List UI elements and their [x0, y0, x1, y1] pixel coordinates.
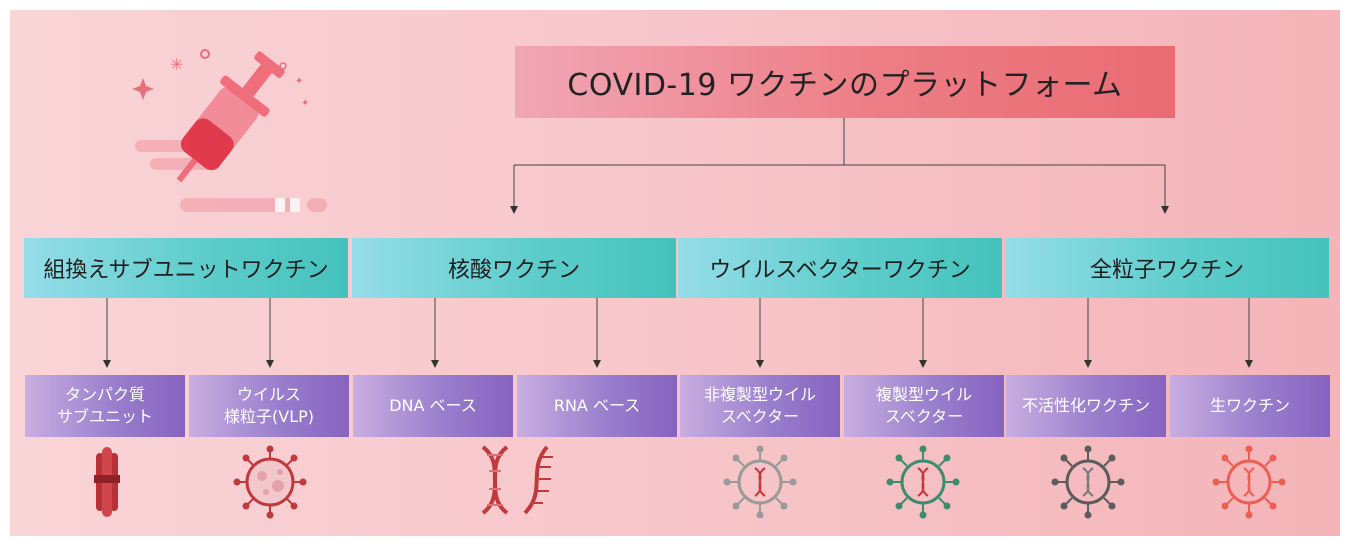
subtype-inactivated-vaccine: 不活性化ワクチン — [1006, 375, 1166, 437]
category-recombinant-subunit: 組換えサブユニットワクチン — [24, 238, 348, 298]
subtype-protein-subunit: タンパク質 サブユニット — [25, 375, 185, 437]
vlp-virus-icon — [233, 445, 307, 519]
virus-with-dna-icon — [1212, 445, 1286, 519]
svg-text:✦: ✦ — [301, 98, 309, 109]
subtype-replicating-vector: 複製型ウイル スベクター — [844, 375, 1004, 437]
category-whole-particle: 全粒子ワクチン — [1005, 238, 1329, 298]
subtype-non-replicating-vector: 非複製型ウイル スベクター — [680, 375, 840, 437]
rna-strand-icon — [523, 445, 553, 515]
subtype-live-vaccine: 生ワクチン — [1170, 375, 1330, 437]
subtype-dna-based: DNA ベース — [353, 375, 513, 437]
diagram-canvas: ✳ ✦ ✦ COVID-19 ワクチンのプラットフォーム — [10, 10, 1340, 536]
connector-lines — [103, 118, 1253, 368]
category-nucleic-acid: 核酸ワクチン — [352, 238, 676, 298]
virus-with-dna-icon — [1051, 445, 1125, 519]
virus-with-dna-icon — [886, 445, 960, 519]
protein-subunit-icon — [94, 447, 120, 517]
syringe-illustration: ✳ ✦ ✦ — [132, 49, 327, 212]
svg-text:✦: ✦ — [295, 76, 303, 87]
diagram-title: COVID-19 ワクチンのプラットフォーム — [515, 46, 1175, 118]
category-viral-vector: ウイルスベクターワクチン — [678, 238, 1002, 298]
subtype-rna-based: RNA ベース — [517, 375, 677, 437]
subtype-vlp: ウイルス 様粒子(VLP) — [189, 375, 349, 437]
virus-with-dna-icon — [723, 445, 797, 519]
dna-helix-icon — [481, 445, 509, 515]
svg-text:✳: ✳ — [170, 55, 183, 74]
